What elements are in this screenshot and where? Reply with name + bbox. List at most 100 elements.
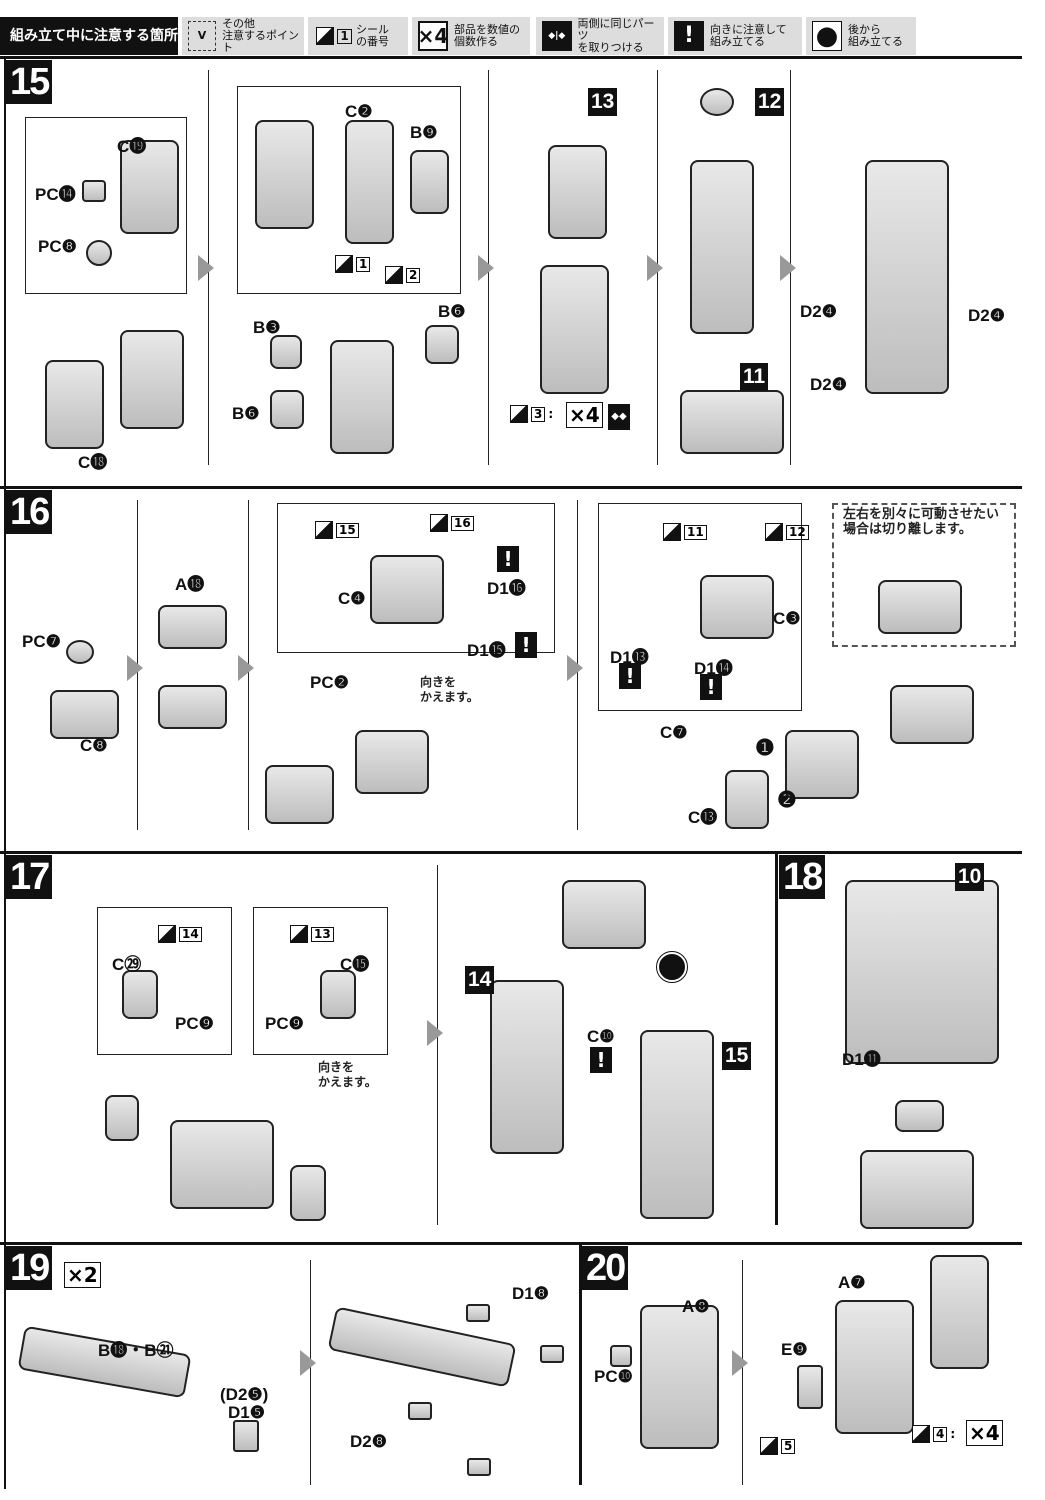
sticker-icon [385, 266, 403, 284]
sticker-callout: 5 [760, 1437, 796, 1455]
divider [4, 59, 6, 1489]
part-label: PC❷ [310, 673, 349, 692]
part-drawing [408, 1402, 432, 1420]
sticker-icon [335, 255, 353, 273]
next-arrow-icon [732, 1350, 748, 1376]
next-arrow-icon [127, 655, 143, 681]
sticker-callout: 15 [315, 521, 359, 539]
part-label: C⓭ [688, 808, 718, 827]
part-label: C❽ [80, 736, 108, 755]
legend-text: シールの番号 [356, 23, 389, 48]
part-drawing [120, 330, 184, 429]
assemble-later-icon [656, 951, 688, 983]
part-label: B❾ [410, 123, 438, 142]
assemble-later-icon: ● [812, 21, 842, 51]
part-drawing [233, 1420, 259, 1452]
part-drawing [105, 1095, 139, 1141]
part-label: D1❽ [512, 1284, 549, 1303]
part-drawing [540, 1345, 564, 1363]
legend-text: 両側に同じパーツを取りつける [577, 17, 655, 54]
part-label: C❷ [345, 102, 373, 121]
part-drawing [425, 325, 459, 364]
step-number: 19 [6, 1246, 53, 1290]
part-drawing [270, 335, 302, 369]
next-arrow-icon [478, 255, 494, 281]
part-label: PC⓮ [35, 185, 76, 204]
part-label: D2❹ [800, 302, 837, 321]
part-label: A❼ [838, 1273, 866, 1292]
subassembly-number: 12 [755, 88, 785, 116]
sticker-callout: 2 [385, 266, 421, 284]
part-label: C❹ [338, 589, 366, 608]
note-box [832, 503, 1016, 647]
multiplier-badge: ×2 [64, 1262, 101, 1288]
part-drawing [490, 980, 564, 1154]
part-drawing [158, 605, 227, 649]
subassembly-number: 15 [722, 1042, 752, 1070]
exclamation-icon: ! [619, 663, 641, 689]
part-label: D1⓯ [467, 641, 506, 660]
part-label: D1⓫ [842, 1050, 881, 1069]
next-arrow-icon [780, 255, 796, 281]
legend-title: 組み立て中に注意する箇所 [0, 17, 178, 55]
order-marker: ❷ [777, 787, 797, 812]
part-drawing [345, 120, 394, 244]
part-drawing [370, 555, 444, 624]
part-drawing [548, 145, 607, 239]
multiplier-badge: ×4 [566, 402, 603, 428]
part-label: C⓳ [117, 137, 147, 156]
part-label: C㉙ [112, 955, 142, 974]
next-arrow-icon [300, 1350, 316, 1376]
part-drawing [860, 1150, 974, 1229]
part-drawing [66, 640, 94, 664]
legend-text: 向きに注意して組み立てる [710, 23, 787, 48]
part-label: D2❹ [810, 375, 847, 394]
part-drawing [640, 1305, 719, 1449]
next-arrow-icon [198, 255, 214, 281]
v-mark-icon: V [188, 21, 217, 51]
sticker-icon [760, 1437, 778, 1455]
part-label: PC❼ [22, 632, 61, 651]
legend-text: その他注意するポイント [222, 17, 300, 54]
sticker-callout: 16 [430, 514, 474, 532]
part-drawing [82, 180, 106, 202]
rotate-note: 向きを かえます。 [318, 1060, 377, 1089]
part-drawing [930, 1255, 989, 1369]
part-label: (D2❺) [220, 1385, 269, 1404]
part-drawing [467, 1458, 491, 1476]
part-drawing [120, 140, 179, 234]
sticker-icon [663, 523, 681, 541]
subassembly-number: 13 [588, 88, 618, 116]
legend-text: 後から組み立てる [848, 23, 903, 48]
sticker-callout: 1 [335, 255, 371, 273]
part-label: B❸ [253, 318, 281, 337]
part-label: B⓲・B㉑ [98, 1341, 174, 1360]
divider [579, 1245, 582, 1485]
part-drawing [797, 1365, 823, 1409]
part-drawing [265, 765, 334, 824]
part-drawing [540, 265, 609, 394]
next-arrow-icon [238, 655, 254, 681]
sticker-icon [158, 925, 176, 943]
part-label: B❻ [232, 404, 260, 423]
part-label: D1❺ [228, 1403, 265, 1422]
part-drawing [86, 240, 112, 266]
part-label: D2❽ [350, 1432, 387, 1451]
step-number: 16 [6, 490, 53, 534]
part-label: C⓲ [78, 453, 108, 472]
legend-assemble-later: ●後から組み立てる [806, 17, 916, 55]
part-drawing [158, 685, 227, 729]
part-drawing [725, 770, 769, 829]
part-label: PC❾ [265, 1014, 304, 1033]
part-drawing [330, 340, 394, 454]
part-drawing [170, 1120, 274, 1209]
legend-both-sides: ◆|◆両側に同じパーツを取りつける [536, 17, 664, 55]
exclamation-icon: ! [497, 546, 519, 572]
part-drawing [890, 685, 974, 744]
legend-text: 部品を数値の個数作る [454, 23, 520, 48]
step-number: 18 [779, 855, 826, 899]
subassembly-number: 11 [740, 363, 769, 391]
exclamation-icon: ! [700, 674, 722, 700]
